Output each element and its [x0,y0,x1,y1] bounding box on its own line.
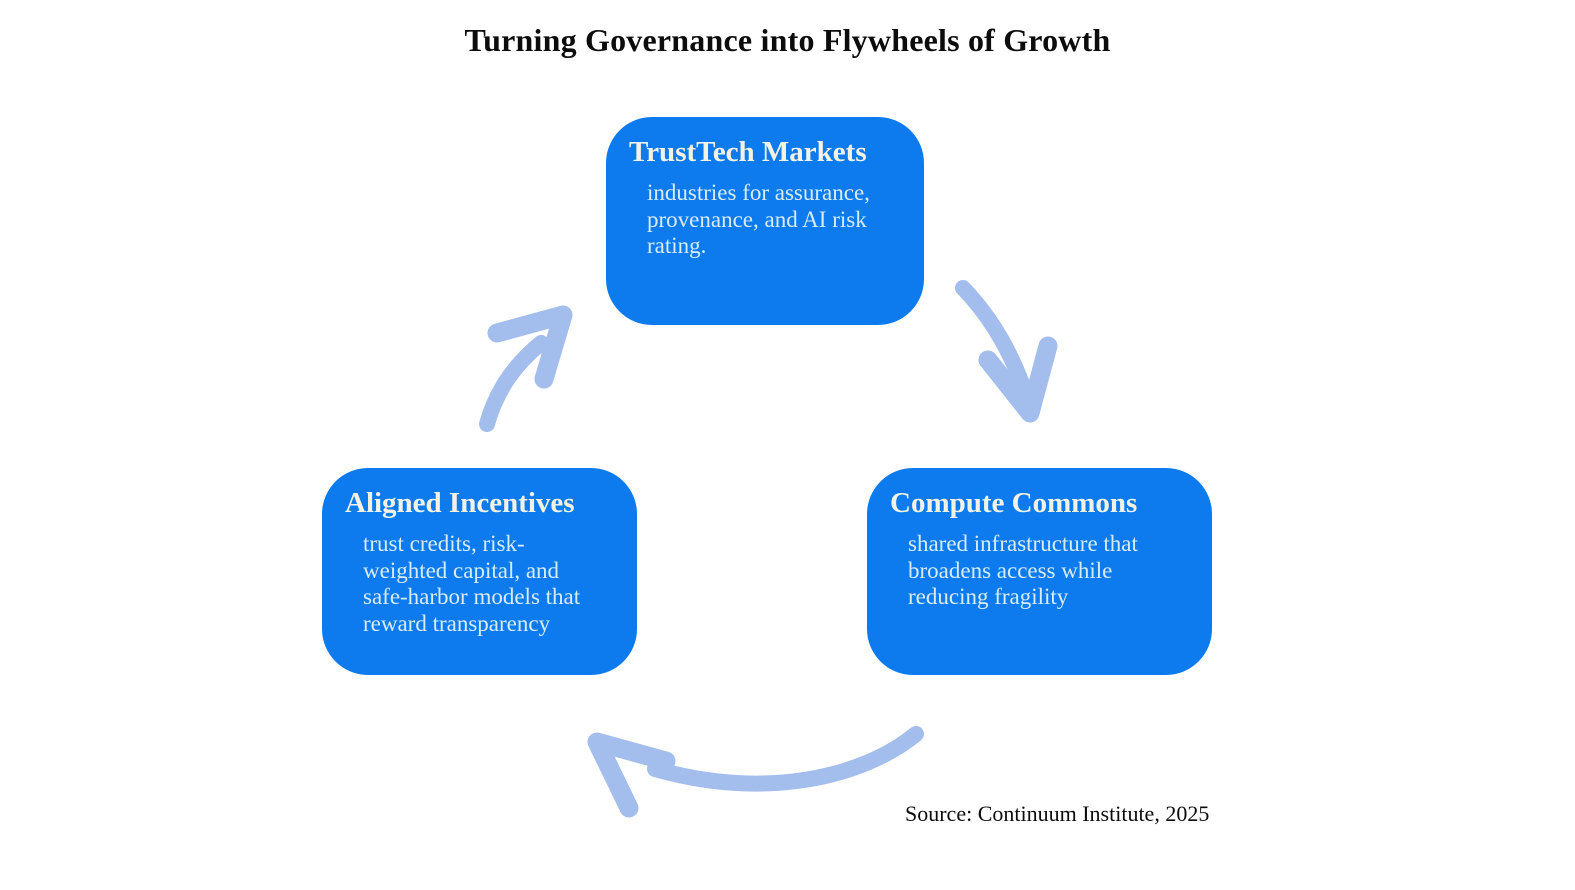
diagram-title: Turning Governance into Flywheels of Gro… [464,22,1111,58]
source-note: Source: Continuum Institute, 2025 [905,801,1210,826]
node-trusttech-markets: TrustTech Markets industries for assuran… [606,117,924,325]
node-description: trust credits, risk- weighted capital, a… [363,530,581,636]
arrow-compute-to-aligned-icon [587,726,924,818]
arrow-trusttech-to-compute-icon [955,280,1058,423]
node-compute-commons: Compute Commons shared infrastructure th… [867,468,1212,675]
node-description: shared infrastructure that broadens acce… [908,530,1138,610]
node-description: industries for assurance, provenance, an… [647,179,870,259]
node-title: TrustTech Markets [629,136,867,168]
node-title: Compute Commons [890,487,1138,519]
node-title: Aligned Incentives [345,487,575,519]
arrow-aligned-to-trusttech-icon [479,305,573,432]
node-aligned-incentives: Aligned Incentives trust credits, risk- … [322,468,637,675]
